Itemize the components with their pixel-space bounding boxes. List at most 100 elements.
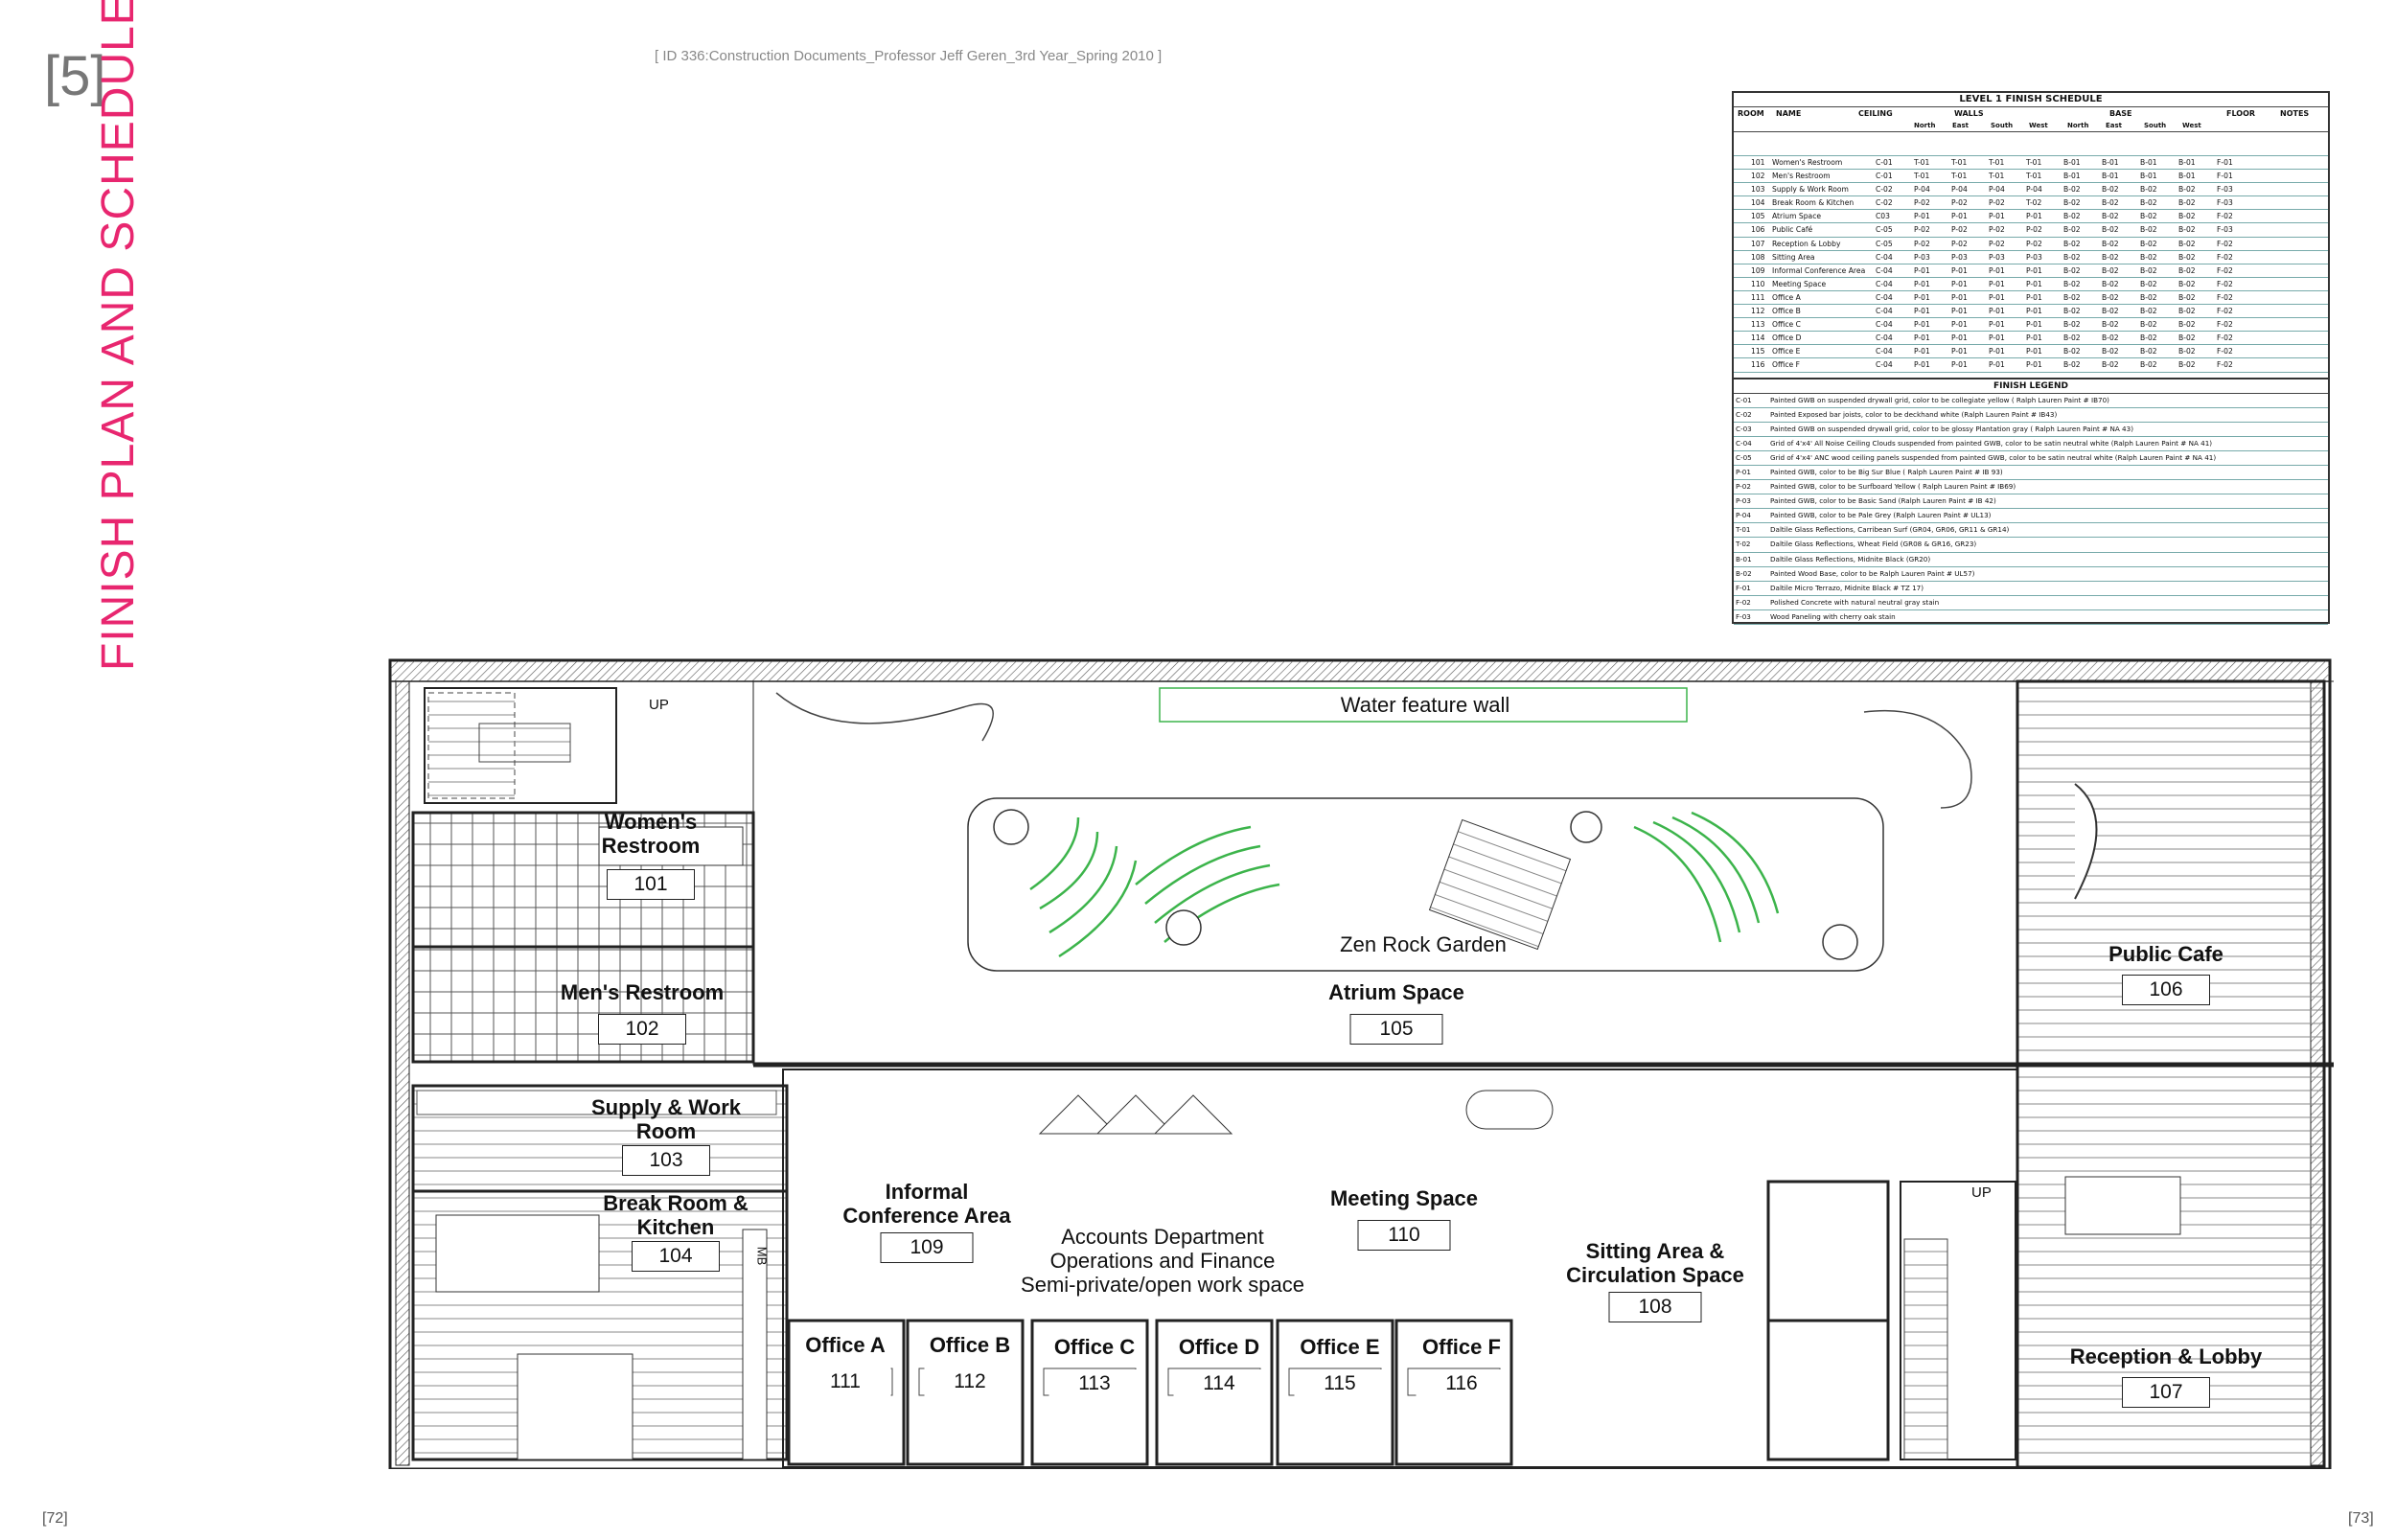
schedule-cell-bn: B-01 bbox=[2063, 158, 2081, 167]
room-104-number: 104 bbox=[632, 1241, 720, 1272]
legend-description: Daltile Micro Terrazo, Midnite Black # T… bbox=[1770, 583, 1924, 592]
elevator-1 bbox=[1766, 1180, 1890, 1322]
schedule-cell-bn: B-02 bbox=[2063, 252, 2081, 262]
schedule-cell-bs: B-02 bbox=[2140, 185, 2157, 195]
schedule-cell-we: P-02 bbox=[1951, 198, 1968, 208]
schedule-cell-floor: F-02 bbox=[2217, 347, 2233, 356]
schedule-cell-floor: F-01 bbox=[2217, 158, 2233, 167]
schedule-cell-floor: F-02 bbox=[2217, 265, 2233, 275]
schedule-cell-room: 115 bbox=[1751, 347, 1765, 356]
legend-code: P-03 bbox=[1736, 496, 1751, 506]
schedule-cell-name: Sitting Area bbox=[1772, 252, 1815, 262]
page-number-right: [73] bbox=[2348, 1510, 2374, 1527]
east-seating bbox=[1863, 709, 1972, 809]
west-wall bbox=[395, 680, 410, 1466]
schedule-cell-ws: T-01 bbox=[1989, 158, 2005, 167]
schedule-cell-name: Office E bbox=[1772, 347, 1801, 356]
schedule-header-row: ROOM NAME CEILING WALLS BASE FLOOR NOTES bbox=[1734, 107, 2328, 120]
schedule-cell-name: Office A bbox=[1772, 292, 1801, 302]
zen-garden-label: Zen Rock Garden bbox=[1340, 932, 1507, 956]
schedule-cell-room: 112 bbox=[1751, 307, 1765, 316]
header-ceiling: CEILING bbox=[1858, 109, 1893, 118]
schedule-cell-bw: B-02 bbox=[2178, 265, 2196, 275]
schedule-subheader-row: North East South West North East South W… bbox=[1734, 120, 2328, 132]
legend-description: Painted GWB, color to be Surfboard Yello… bbox=[1770, 482, 2016, 492]
office-outline bbox=[1276, 1319, 1394, 1466]
schedule-cell-wn: P-01 bbox=[1914, 347, 1930, 356]
sub-base-east: East bbox=[2106, 122, 2123, 129]
schedule-cell-ws: T-01 bbox=[1989, 172, 2005, 181]
break-room bbox=[411, 1189, 789, 1461]
schedule-cell-ceiling: C-04 bbox=[1876, 333, 1893, 343]
schedule-cell-ws: P-01 bbox=[1989, 292, 2005, 302]
schedule-cell-bs: B-02 bbox=[2140, 265, 2157, 275]
legend-description: Painted GWB on suspended drywall grid, c… bbox=[1770, 395, 2109, 404]
schedule-cell-bw: B-02 bbox=[2178, 239, 2196, 248]
legend-code: C-01 bbox=[1736, 395, 1752, 404]
schedule-cell-we: P-01 bbox=[1951, 360, 1968, 370]
schedule-cell-bn: B-02 bbox=[2063, 225, 2081, 235]
schedule-cell-bn: B-02 bbox=[2063, 198, 2081, 208]
office-outline bbox=[1155, 1319, 1274, 1466]
schedule-cell-bn: B-01 bbox=[2063, 172, 2081, 181]
sub-base-south: South bbox=[2144, 122, 2167, 129]
schedule-cell-ww: P-01 bbox=[2026, 333, 2042, 343]
room-112-number: 112 bbox=[924, 1368, 1016, 1396]
legend-description: Daltile Glass Reflections, Wheat Field (… bbox=[1770, 540, 1977, 549]
schedule-cell-ww: T-01 bbox=[2026, 158, 2042, 167]
room-110-number: 110 bbox=[1357, 1220, 1451, 1251]
schedule-cell-ww: T-01 bbox=[2026, 172, 2042, 181]
schedule-cell-be: B-02 bbox=[2102, 279, 2119, 288]
room-106-number: 106 bbox=[2122, 975, 2210, 1005]
stair-west bbox=[424, 687, 617, 804]
header-name: NAME bbox=[1776, 109, 1802, 118]
schedule-cell-be: B-02 bbox=[2102, 239, 2119, 248]
schedule-cell-ws: P-01 bbox=[1989, 320, 2005, 330]
schedule-cell-bw: B-02 bbox=[2178, 292, 2196, 302]
room-113-number: 113 bbox=[1048, 1369, 1140, 1398]
legend-description: Daltile Glass Reflections, Midnite Black… bbox=[1770, 554, 1931, 563]
legend-code: C-04 bbox=[1736, 438, 1752, 448]
schedule-cell-room: 103 bbox=[1751, 185, 1765, 195]
schedule-cell-be: B-02 bbox=[2102, 307, 2119, 316]
room-115-number: 115 bbox=[1294, 1369, 1386, 1398]
schedule-cell-be: B-02 bbox=[2102, 265, 2119, 275]
schedule-cell-name: Public Café bbox=[1772, 225, 1813, 235]
schedule-cell-floor: F-02 bbox=[2217, 333, 2233, 343]
section-title: FINISH PLAN AND SCHEDULE bbox=[93, 0, 144, 671]
schedule-cell-wn: P-03 bbox=[1914, 252, 1930, 262]
schedule-cell-wn: P-01 bbox=[1914, 333, 1930, 343]
schedule-cell-ww: P-02 bbox=[2026, 225, 2042, 235]
schedule-cell-bs: B-02 bbox=[2140, 360, 2157, 370]
schedule-cell-name: Meeting Space bbox=[1772, 279, 1827, 288]
office-outline bbox=[1030, 1319, 1149, 1466]
room-111-number: 111 bbox=[799, 1368, 891, 1396]
meeting-table bbox=[1465, 1090, 1554, 1130]
schedule-cell-bn: B-02 bbox=[2063, 239, 2081, 248]
schedule-cell-bs: B-02 bbox=[2140, 225, 2157, 235]
schedule-cell-bw: B-02 bbox=[2178, 225, 2196, 235]
schedule-cell-ceiling: C-05 bbox=[1876, 239, 1893, 248]
schedule-cell-name: Office B bbox=[1772, 307, 1801, 316]
schedule-cell-floor: F-03 bbox=[2217, 198, 2233, 208]
room-106-name: Public Cafe bbox=[2108, 942, 2223, 966]
schedule-cell-room: 102 bbox=[1751, 172, 1765, 181]
schedule-cell-ww: P-01 bbox=[2026, 307, 2042, 316]
schedule-cell-wn: P-02 bbox=[1914, 239, 1930, 248]
schedule-cell-ws: P-01 bbox=[1989, 212, 2005, 221]
schedule-cell-ceiling: C-01 bbox=[1876, 172, 1893, 181]
stair-up-label-1: UP bbox=[649, 697, 669, 713]
schedule-cell-bs: B-02 bbox=[2140, 212, 2157, 221]
elevator-2 bbox=[1766, 1319, 1890, 1461]
office-outline bbox=[787, 1319, 906, 1466]
header-walls: WALLS bbox=[1954, 109, 1984, 118]
schedule-cell-bn: B-02 bbox=[2063, 347, 2081, 356]
